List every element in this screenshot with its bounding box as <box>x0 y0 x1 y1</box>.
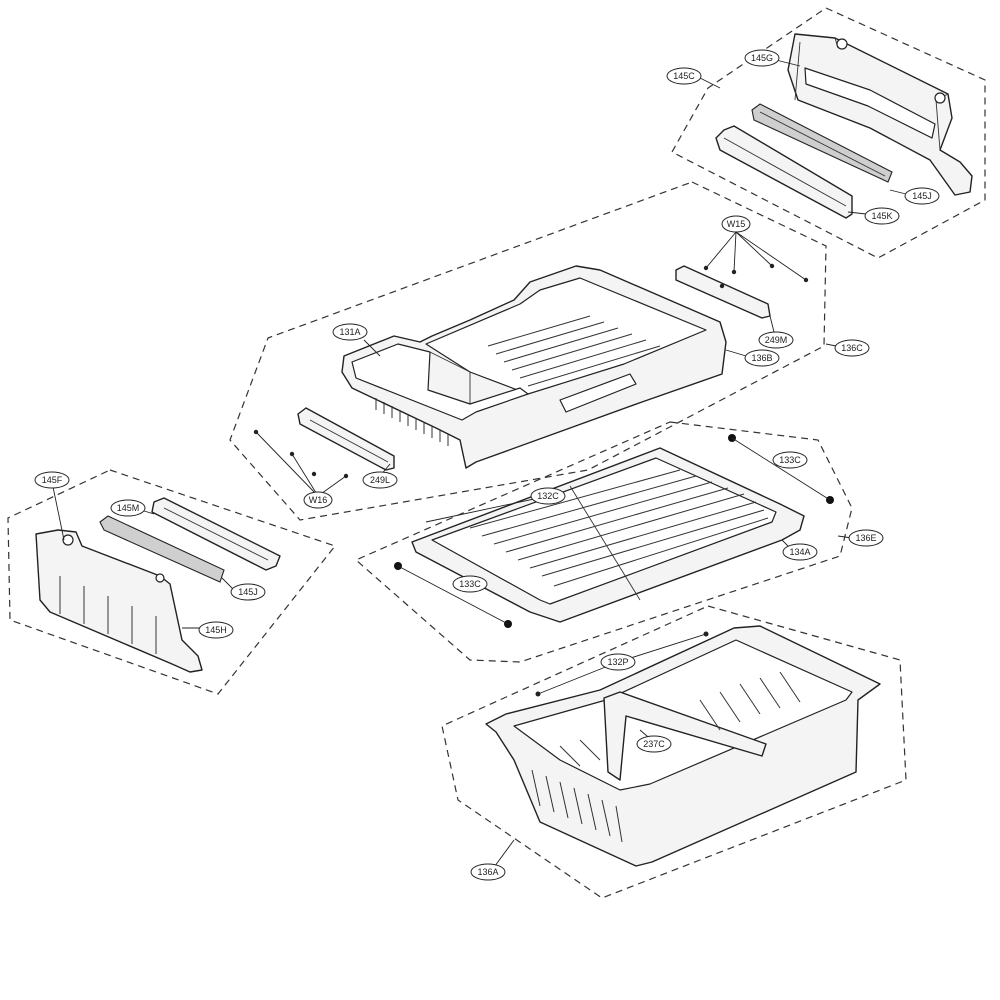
lower-drawer-vents <box>531 769 623 843</box>
callout-label: 145J <box>912 191 932 201</box>
callout-label: 237C <box>643 739 665 749</box>
upper-drawer-ribs <box>487 315 661 387</box>
callout-249l: 249L <box>362 471 398 489</box>
callout-133c-bottom: 133C <box>452 575 488 593</box>
callout-132p: 132P <box>600 653 636 671</box>
callout-w15: W15 <box>721 215 751 233</box>
callout-labels: 145C 145G 145J 145K W15 249M 136C 131A <box>34 49 940 881</box>
left-bracket-ribs <box>59 576 157 654</box>
callout-label: 249L <box>370 475 390 485</box>
callout-label: 134A <box>789 547 810 557</box>
callout-label: 133C <box>779 455 801 465</box>
callout-145k: 145K <box>864 207 900 225</box>
callout-145c: 145C <box>666 67 702 85</box>
callout-label: 132P <box>607 657 628 667</box>
group-border-right-rail <box>671 7 986 259</box>
rail-bracket-slot <box>804 67 936 139</box>
callout-131a: 131A <box>332 323 368 341</box>
rail-cover-145k <box>715 125 853 219</box>
upper-drawer-handle <box>559 373 637 413</box>
callout-label: 249M <box>765 335 788 345</box>
callout-249m: 249M <box>758 331 794 349</box>
callout-label: 145K <box>871 211 892 221</box>
callout-label: W15 <box>727 219 746 229</box>
callout-label: 136B <box>751 353 772 363</box>
callout-132c: 132C <box>530 487 566 505</box>
callout-label: 145J <box>238 587 258 597</box>
callout-136b: 136B <box>744 349 780 367</box>
callout-145f: 145F <box>34 471 70 489</box>
callout-145m: 145M <box>110 499 146 517</box>
callout-label: 132C <box>537 491 559 501</box>
callout-label: 145G <box>751 53 773 63</box>
upper-drawer-vents <box>375 398 449 446</box>
upper-drawer-assembly <box>253 263 809 479</box>
callout-133c-top: 133C <box>772 451 808 469</box>
callout-label: 136A <box>477 867 498 877</box>
callout-145g: 145G <box>744 49 780 67</box>
shelf-assembly <box>394 434 834 628</box>
callout-145h: 145H <box>198 621 234 639</box>
callout-label: 136E <box>855 533 876 543</box>
callout-label: 145H <box>205 625 227 635</box>
callout-label: 145M <box>117 503 140 513</box>
upper-drawer-cup-131a <box>351 343 529 421</box>
lower-drawer-inner-ribs <box>559 671 801 767</box>
shelf-ribs <box>469 469 769 587</box>
callout-label: 133C <box>459 579 481 589</box>
callout-label: 145C <box>673 71 695 81</box>
drawer-divider-237c <box>603 691 767 781</box>
callout-136a: 136A <box>470 863 506 881</box>
callout-label: 131A <box>339 327 360 337</box>
callout-label: 136C <box>841 343 863 353</box>
callout-145j-left: 145J <box>230 583 266 601</box>
callout-136c: 136C <box>834 339 870 357</box>
rail-bracket-145h <box>35 529 203 673</box>
callout-label: 145F <box>42 475 63 485</box>
slide-rail-145j <box>751 103 893 183</box>
lower-drawer-assembly <box>485 625 881 867</box>
callout-134a: 134A <box>782 543 818 561</box>
group-border-upper-drawer <box>229 181 827 521</box>
callout-136e: 136E <box>848 529 884 547</box>
callout-label: W16 <box>309 495 328 505</box>
callout-w16: W16 <box>303 491 333 509</box>
callout-237c: 237C <box>636 735 672 753</box>
group-border-left-rail <box>7 469 336 695</box>
left-rail-assembly <box>35 497 281 673</box>
group-boundaries <box>7 7 986 899</box>
rail-bracket-145g <box>787 33 973 196</box>
slide-rail-145j-left <box>99 515 225 583</box>
right-rail-assembly <box>715 33 973 219</box>
group-border-shelf <box>354 421 853 663</box>
callout-145j-top: 145J <box>904 187 940 205</box>
